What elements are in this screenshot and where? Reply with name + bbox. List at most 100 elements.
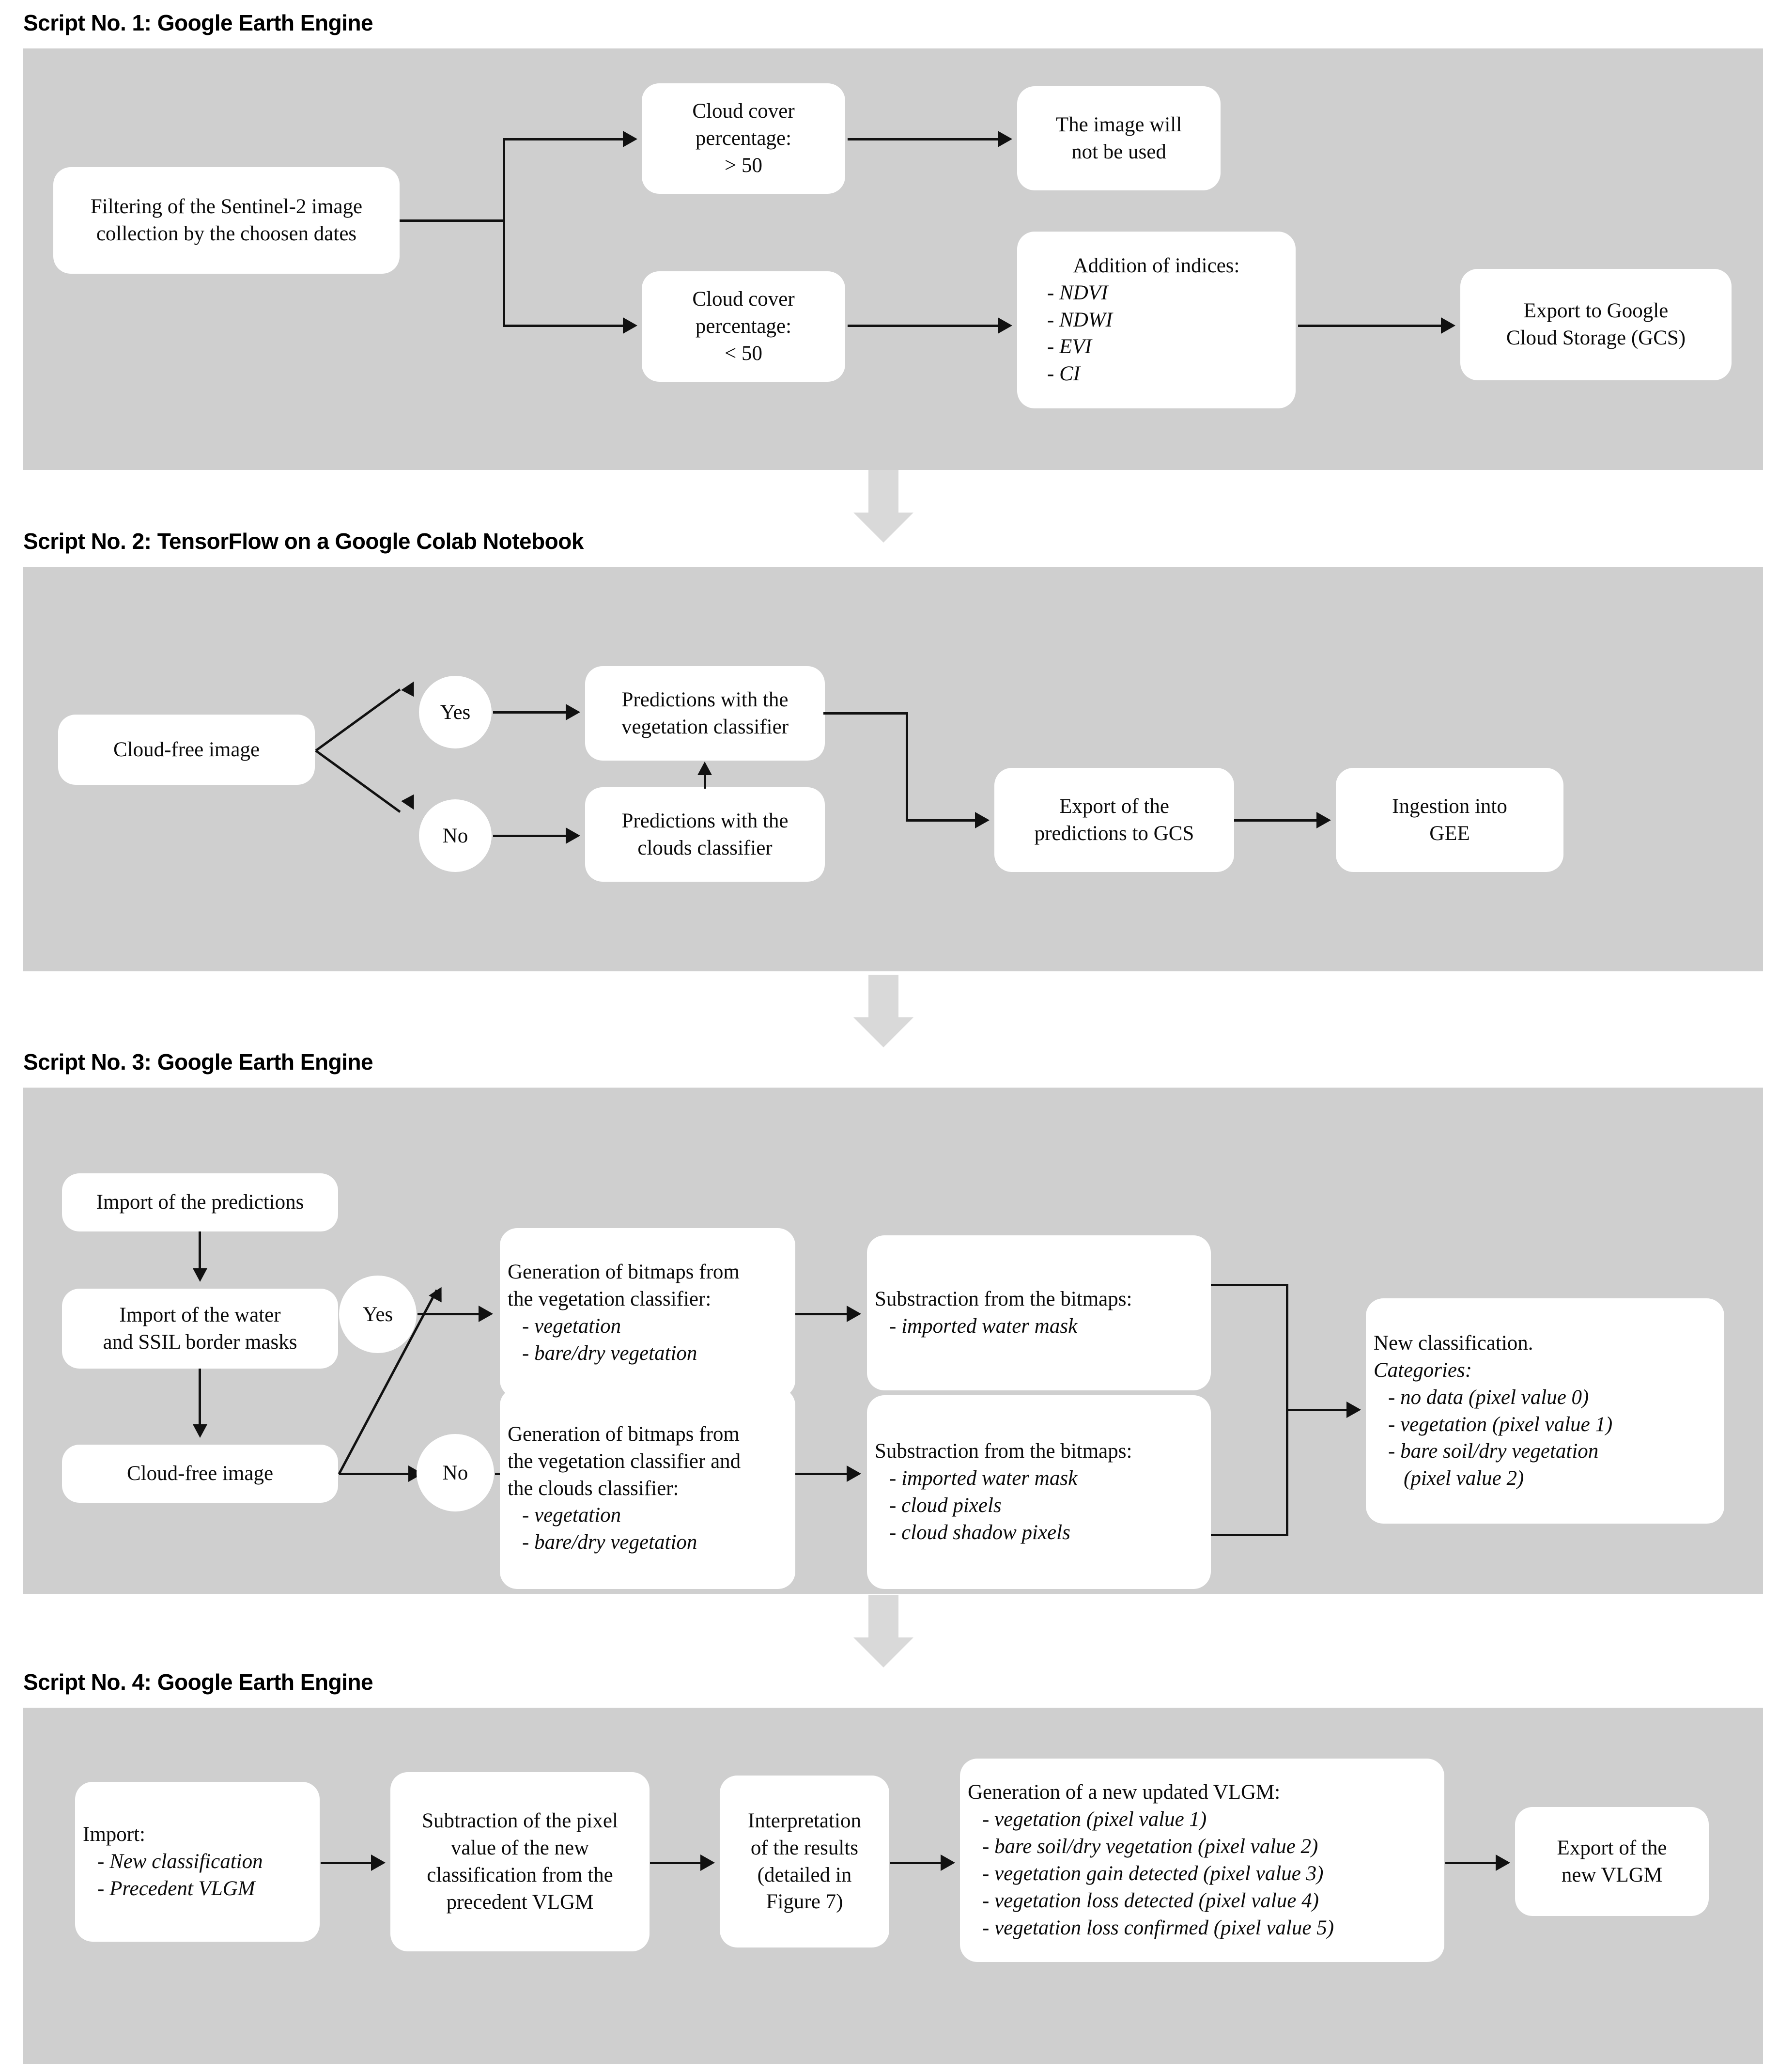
decision-label: Yes <box>440 701 471 724</box>
arrow-to-interpretation <box>700 1854 715 1871</box>
arrow-predclouds-to-predveg <box>697 762 712 775</box>
connector-branch-down <box>503 325 624 327</box>
connector-to-export-preds <box>906 819 978 822</box>
node-gen-bitmaps-vegetation[interactable]: Generation of bitmaps from the vegetatio… <box>500 1228 795 1398</box>
arrow-to-ingestion <box>1316 812 1331 828</box>
node-gen-bitmaps-vegetation-clouds[interactable]: Generation of bitmaps from the vegetatio… <box>500 1388 795 1589</box>
connector-yes-to-genveg <box>418 1313 480 1315</box>
section-title-3: Script No. 3: Google Earth Engine <box>23 1049 373 1075</box>
node-image-not-used[interactable]: The image will not be used <box>1017 86 1221 190</box>
list-item: vegetation <box>522 1502 697 1529</box>
node-label: Import of the water and SSIL border mask… <box>103 1303 297 1354</box>
section-script-3: Script No. 3: Google Earth Engine Import… <box>0 1042 1779 1611</box>
arrow-to-subtraction-s4 <box>371 1854 386 1871</box>
node-filtering-sentinel[interactable]: Filtering of the Sentinel-2 image collec… <box>53 167 400 274</box>
connector-importmasks-down <box>199 1369 201 1426</box>
section-script-2: Script No. 2: TensorFlow on a Google Col… <box>0 521 1779 991</box>
node-label: Subtraction of the pixel value of the ne… <box>422 1809 618 1914</box>
import-items-list: New classification Precedent VLGM <box>97 1848 263 1902</box>
node-label: Import of the predictions <box>96 1191 304 1214</box>
node-import-s4[interactable]: Import: New classification Precedent VLG… <box>75 1782 320 1942</box>
node-ingestion-into-gee[interactable]: Ingestion into GEE <box>1336 768 1563 872</box>
node-cloud-free-image-s3[interactable]: Cloud-free image <box>62 1445 338 1503</box>
arrow-head-icon <box>853 1017 913 1047</box>
arrow-to-cloud-high <box>623 131 637 147</box>
node-export-new-vlgm[interactable]: Export of the new VLGM <box>1515 1807 1709 1916</box>
node-predictions-vegetation-s2[interactable]: Predictions with the vegetation classifi… <box>585 666 825 761</box>
list-item: New classification <box>97 1848 263 1875</box>
decision-label: No <box>442 1461 468 1484</box>
indices-list: NDVI NDWI EVI CI <box>1047 280 1113 388</box>
node-label: Generation of a new updated VLGM: <box>968 1781 1281 1804</box>
connector-indices-to-export <box>1298 325 1443 327</box>
connector-gen-to-export-vlgm <box>1445 1862 1498 1864</box>
arrow-to-generation-vlgm <box>941 1854 955 1871</box>
arrow-to-import-masks <box>193 1268 207 1282</box>
node-label: New classification. <box>1374 1331 1533 1355</box>
node-label: Addition of indices: <box>1073 254 1240 277</box>
list-item: vegetation loss detected (pixel value 4) <box>982 1887 1334 1915</box>
node-cloud-cover-low[interactable]: Cloud cover percentage: < 50 <box>642 271 845 382</box>
decision-no-s2[interactable]: No <box>419 799 492 872</box>
node-cloud-cover-high[interactable]: Cloud cover percentage: > 50 <box>642 83 845 194</box>
substraction-items-list: imported water mask cloud pixels cloud s… <box>889 1465 1077 1546</box>
decision-yes-s2[interactable]: Yes <box>419 676 492 748</box>
node-substraction-top[interactable]: Substraction from the bitmaps: imported … <box>867 1235 1211 1390</box>
node-new-classification[interactable]: New classification. Categories: no data … <box>1366 1298 1724 1524</box>
node-substraction-bottom[interactable]: Substraction from the bitmaps: imported … <box>867 1395 1211 1589</box>
arrow-to-not-used <box>998 131 1012 147</box>
connector-subtraction-to-interpretation <box>650 1862 702 1864</box>
connector-predveg-right <box>823 712 908 715</box>
list-item: cloud shadow pixels <box>889 1519 1077 1546</box>
categories-list: no data (pixel value 0) vegetation (pixe… <box>1388 1384 1612 1465</box>
node-generation-new-vlgm[interactable]: Generation of a new updated VLGM: vegeta… <box>960 1759 1444 1962</box>
connector-cloudhigh-to-notused <box>848 138 1000 140</box>
node-label: Generation of bitmaps from the vegetatio… <box>508 1422 741 1500</box>
arrow-to-gen-veg-bitmaps <box>479 1306 493 1322</box>
arrow-to-export-predictions <box>975 812 990 828</box>
node-label: Cloud-free image <box>126 1462 274 1485</box>
section-script-1: Script No. 1: Google Earth Engine Filter… <box>0 0 1779 504</box>
list-item: vegetation <box>522 1313 697 1340</box>
node-label: Interpretation of the results (detailed … <box>747 1809 861 1914</box>
connector-predclouds-up <box>704 775 706 789</box>
section-flow-arrow-2 <box>823 975 944 1047</box>
arrow-head-icon <box>853 513 913 543</box>
list-item: vegetation gain detected (pixel value 3) <box>982 1860 1334 1887</box>
connector-export-to-ingestion <box>1234 819 1319 822</box>
connector-cloudfree-to-no-s3 <box>339 1473 411 1475</box>
node-subtraction-pixel-value[interactable]: Subtraction of the pixel value of the ne… <box>390 1772 650 1951</box>
node-label: Ingestion into GEE <box>1392 795 1507 845</box>
arrow-to-pred-vegetation <box>566 704 580 720</box>
node-interpretation-results[interactable]: Interpretation of the results (detailed … <box>720 1776 889 1947</box>
list-item: bare soil/dry vegetation (pixel value 2) <box>982 1833 1334 1860</box>
node-label: Generation of bitmaps from the vegetatio… <box>508 1261 740 1311</box>
node-label: Cloud cover percentage: < 50 <box>692 288 795 365</box>
arrow-stem <box>868 470 898 514</box>
arrow-to-pred-clouds <box>566 827 580 844</box>
node-label: Export to Google Cloud Storage (GCS) <box>1506 299 1686 349</box>
node-label: Filtering of the Sentinel-2 image collec… <box>90 195 363 245</box>
category-continuation: (pixel value 2) <box>1404 1467 1524 1490</box>
node-label: Cloud cover percentage: > 50 <box>692 100 795 177</box>
list-item: Precedent VLGM <box>97 1875 263 1902</box>
substraction-items-list: imported water mask <box>889 1313 1077 1340</box>
vlgm-items-list: vegetation (pixel value 1) bare soil/dry… <box>982 1806 1334 1941</box>
decision-no-s3[interactable]: No <box>417 1434 494 1511</box>
arrow-head-icon <box>853 1637 913 1667</box>
bitmap-items-list: vegetation bare/dry vegetation <box>522 1313 697 1367</box>
decision-yes-s3[interactable]: Yes <box>339 1276 417 1353</box>
node-label: Substraction from the bitmaps: <box>875 1288 1132 1311</box>
node-import-water-ssil-masks[interactable]: Import of the water and SSIL border mask… <box>62 1289 338 1369</box>
list-item: imported water mask <box>889 1313 1077 1340</box>
connector-merge-to-newclass <box>1286 1409 1349 1411</box>
node-cloud-free-image-s2[interactable]: Cloud-free image <box>58 715 315 785</box>
decision-label: No <box>442 824 468 847</box>
connector-filtering-trunk <box>400 219 505 222</box>
node-predictions-clouds-s2[interactable]: Predictions with the clouds classifier <box>585 787 825 882</box>
node-export-to-gcs[interactable]: Export to Google Cloud Storage (GCS) <box>1460 269 1732 380</box>
section-script-4: Script No. 4: Google Earth Engine Import… <box>0 1662 1779 2072</box>
node-export-predictions-gcs[interactable]: Export of the predictions to GCS <box>994 768 1234 872</box>
node-import-predictions[interactable]: Import of the predictions <box>62 1173 338 1231</box>
node-addition-of-indices[interactable]: Addition of indices: NDVI NDWI EVI CI <box>1017 232 1296 408</box>
